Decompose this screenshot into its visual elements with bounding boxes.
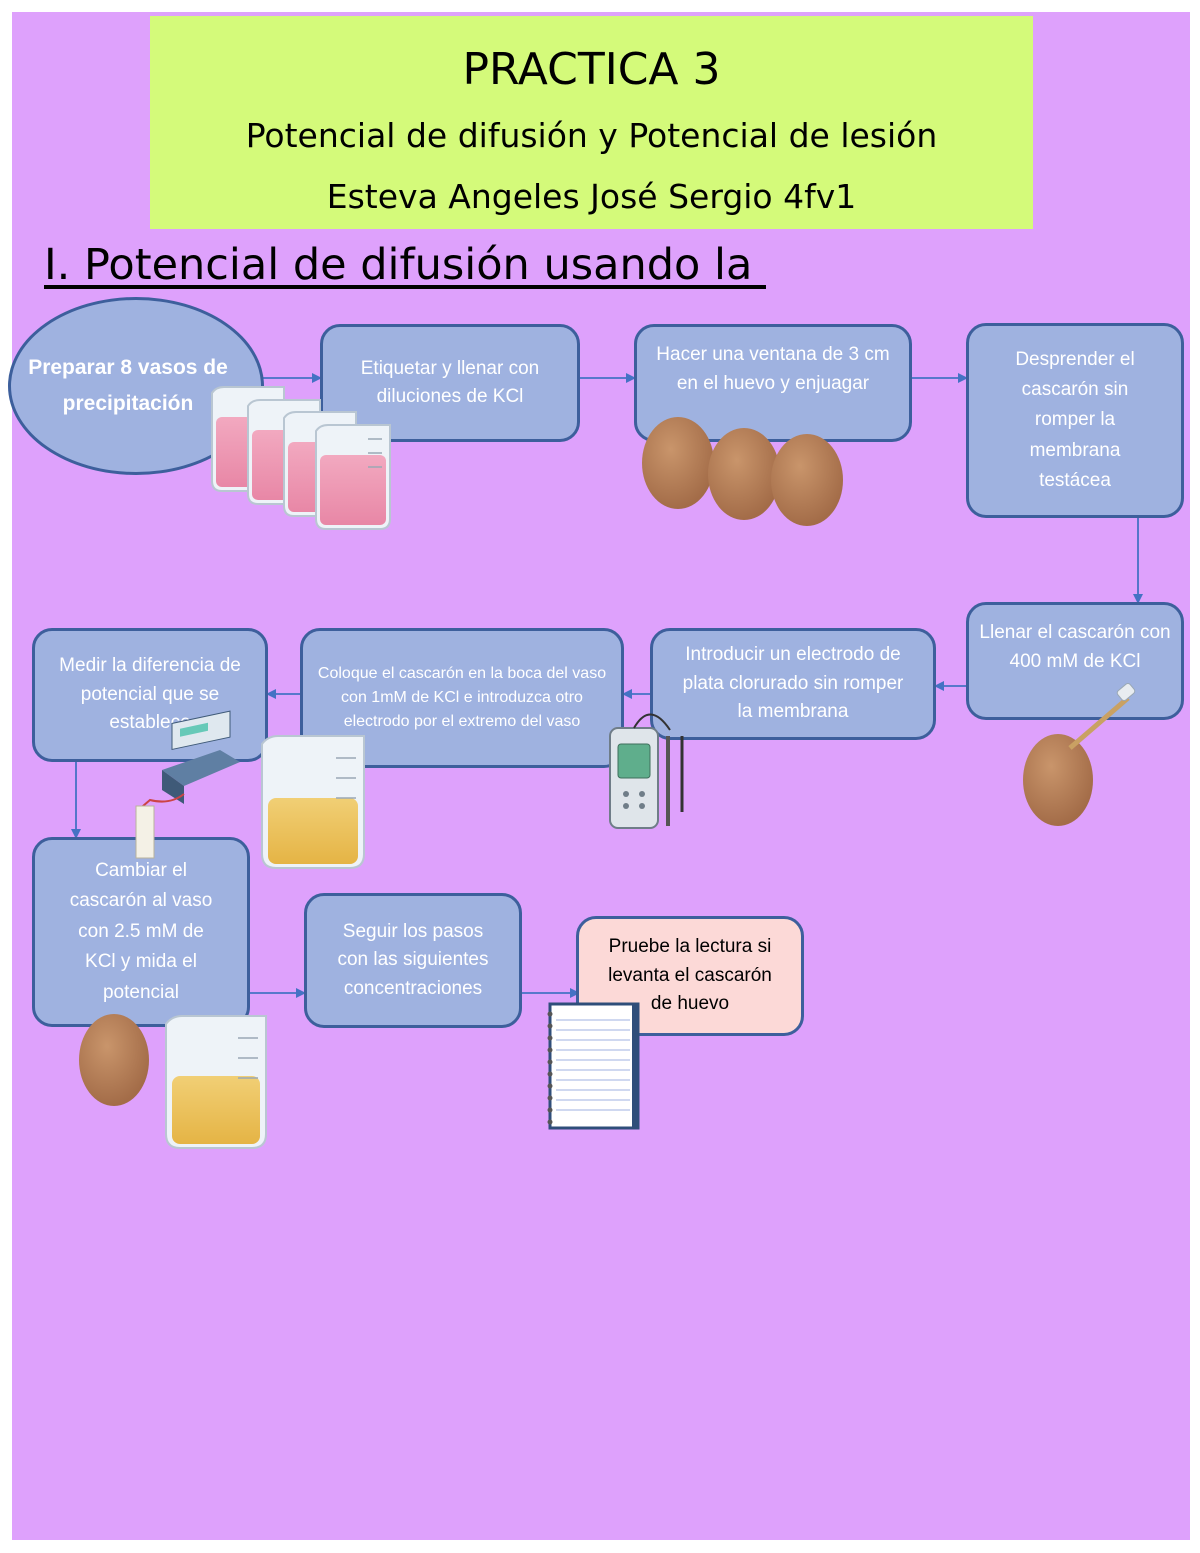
step-follow-concentrations: Seguir los pasos con las siguientes conc… [304, 893, 522, 1028]
voltmeter-icon [135, 710, 240, 859]
egg-pipette-icon [1023, 682, 1136, 826]
page-background [12, 12, 1190, 1540]
step-fill-shell: Llenar el cascarón con 400 mM de KCl [966, 602, 1184, 720]
beakers-pink-icon [211, 386, 391, 530]
page-title: PRACTICA 3 [462, 44, 721, 95]
eggs-icon [642, 417, 843, 526]
step-label-fill: Etiquetar y llenar con diluciones de KCl [320, 324, 580, 442]
step-measure: Medir la diferencia de potencial que se … [32, 628, 268, 762]
step-detach-shell: Desprender el cascarón sin romper la mem… [966, 323, 1184, 518]
author-line: Esteva Angeles José Sergio 4fv1 [326, 177, 857, 216]
beaker-yellow-bottom-icon [165, 1015, 267, 1149]
step-place-shell: Coloque el cascarón en la boca del vaso … [300, 628, 624, 768]
egg-icon [79, 1014, 149, 1106]
notebook-icon [547, 1002, 640, 1130]
section-heading: I. Potencial de difusión usando la [44, 240, 766, 290]
page-subtitle: Potencial de difusión y Potencial de les… [245, 116, 938, 155]
title-box: PRACTICA 3 Potencial de difusión y Poten… [150, 16, 1033, 229]
ph-meter-icon [609, 713, 684, 829]
step-electrode: Introducir un electrodo de plata clorura… [650, 628, 936, 740]
beaker-yellow-icon [261, 735, 365, 869]
step-change-beaker: Cambiar el cascarón al vaso con 2.5 mM d… [32, 837, 250, 1027]
